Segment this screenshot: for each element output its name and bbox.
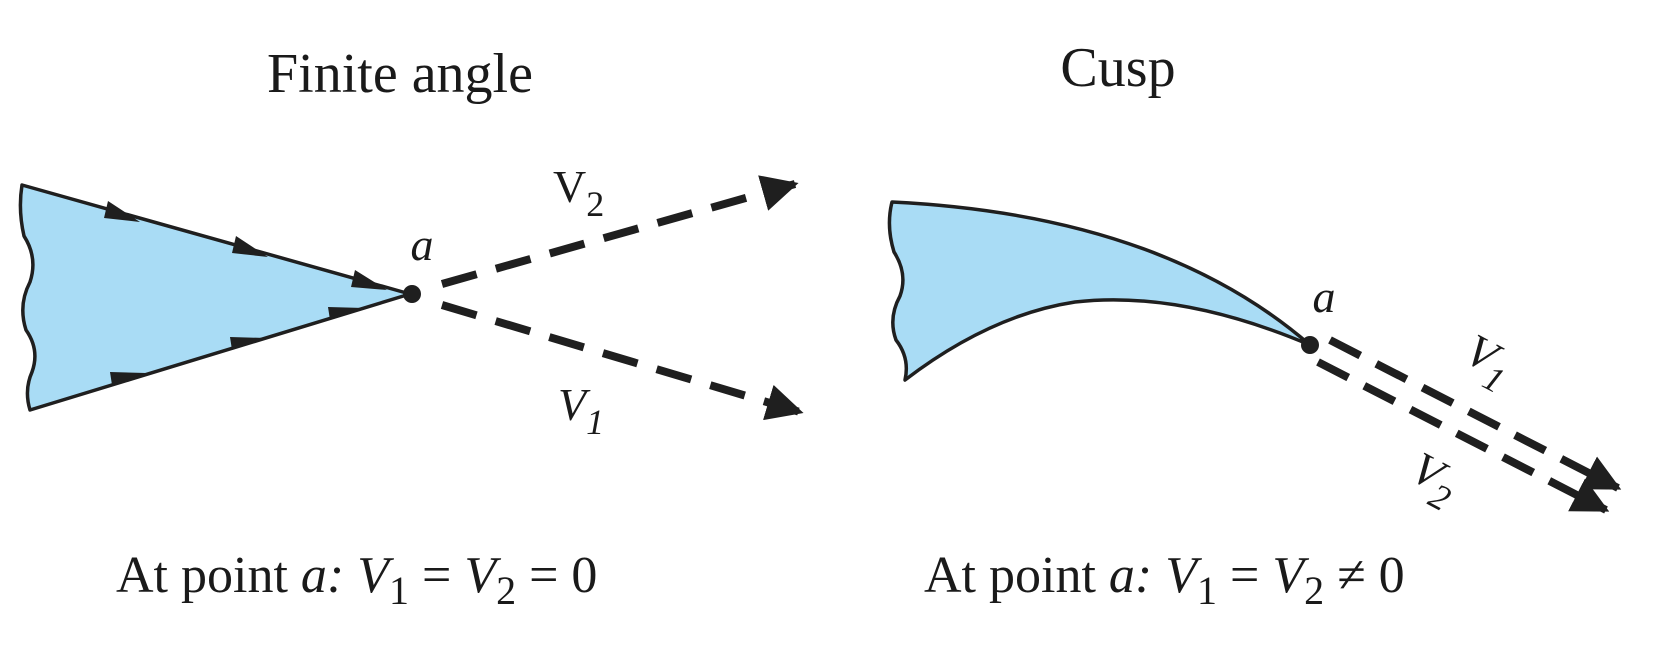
point-a-label: a [411,219,434,270]
cusp-body [887,200,1312,382]
velocity-v2-dashed-arrow [440,175,799,288]
cusp-velocity-v1-dashed-arrow [1328,336,1622,492]
finite-angle-panel: Finite angle a V2 V1 At point a: V1 = V2… [18,43,804,613]
finite-angle-title: Finite angle [267,43,533,105]
cusp-v1-label: V1 [1452,324,1522,401]
trailing-edge-point [403,285,421,303]
cusp-trailing-edge-point [1301,336,1319,354]
cusp-point-a-label: a [1313,271,1336,322]
velocity-v1-dashed-arrow [440,301,804,421]
cusp-v2-label: V2 [1398,442,1468,519]
cusp-title: Cusp [1060,37,1175,99]
finite-angle-body [18,183,412,412]
finite-angle-caption: At point a: V1 = V2 = 0 [116,547,597,613]
upper-surface-arrow-2 [232,236,268,257]
v2-label: V2 [553,161,604,224]
v1-label: V1 [558,379,604,442]
lower-surface-arrow-3 [328,307,364,320]
upper-surface-arrow-3 [351,270,387,290]
lower-surface-arrow-1 [110,372,146,385]
lower-surface-arrow-2 [230,337,266,350]
cusp-panel: Cusp a V1 V2 At point a: V1 = V2 ≠ 0 [887,37,1622,613]
cusp-caption: At point a: V1 = V2 ≠ 0 [924,547,1405,613]
upper-surface-arrow-1 [104,201,140,222]
cusp-velocity-v2-dashed-arrow [1316,358,1610,514]
